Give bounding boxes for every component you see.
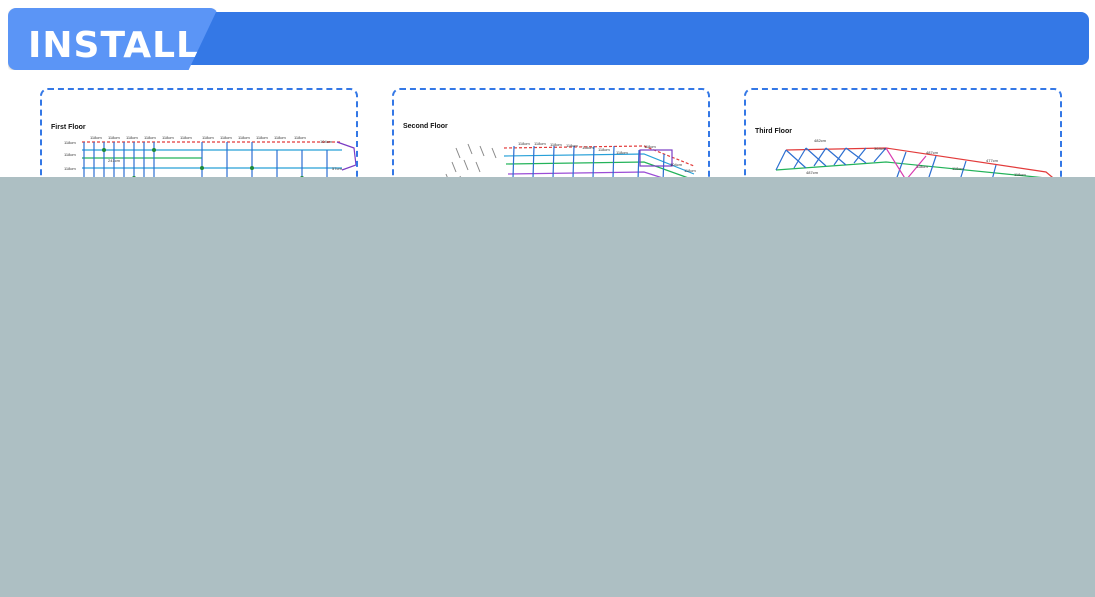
dimension-label: 118cm [220,135,232,140]
dimension-label: 118cm [108,135,120,140]
dimension-label: 118cm [582,145,594,150]
dimension-label: 477cm [986,158,999,163]
dimension-label: 118cm [256,135,268,140]
dimension-label: 118cm [566,143,578,148]
dimension-label: 364cm [874,146,887,151]
card-title: Second Floor [403,123,448,130]
floor-plan-drawing-first: 118cm 118cm 118cm 118cm 118cm 118cm 118c… [64,135,356,206]
dimension-label: 118cm [274,135,286,140]
dimension-label: 118cm [550,142,562,147]
dimension-label: 118cm [64,166,76,171]
dimension-label: 57cm [332,166,342,171]
dimension-label: 118cm [162,135,174,140]
dimension-label: 118cm [616,150,628,155]
dimension-label: 118cm [126,135,138,140]
dimension-label: 104cm [320,139,333,144]
dimension-label: 118cm [294,135,306,140]
dimension-label: 118cm [952,166,964,171]
dimension-label: 104cm [670,162,683,167]
dimension-label: 487cm [926,150,939,155]
dimension-label: 118cm [684,168,696,173]
dimension-label: 118cm [518,141,530,146]
dimension-label: 118cm [64,140,76,145]
section-tab: INSTALL [8,8,218,70]
dimension-label: 118cm [180,135,192,140]
dimension-label: 118cm [916,164,928,169]
dimension-label: 118cm [64,152,76,157]
loading-overlay [0,177,1095,597]
dimension-label: 241cm [108,158,121,163]
section-title: INSTALL [28,25,200,66]
dimension-label: 118cm [202,135,214,140]
dimension-label: 118cm [534,141,546,146]
dimension-label: 482cm [814,138,827,143]
dimension-label: 118cm [598,147,610,152]
dimension-label: 118cm [144,135,156,140]
dimension-label: 118cm [238,135,250,140]
dimension-label: 118cm [90,135,102,140]
card-title: First Floor [51,124,86,131]
dimension-label: 487cm [806,170,819,175]
floor-plan-drawing-second: 118cm 118cm 118cm 118cm 118cm 118cm 118c… [437,141,696,206]
dimension-label: 118cm [1014,172,1026,177]
dimension-label: 118cm [644,144,656,149]
card-title: Third Floor [755,128,792,135]
